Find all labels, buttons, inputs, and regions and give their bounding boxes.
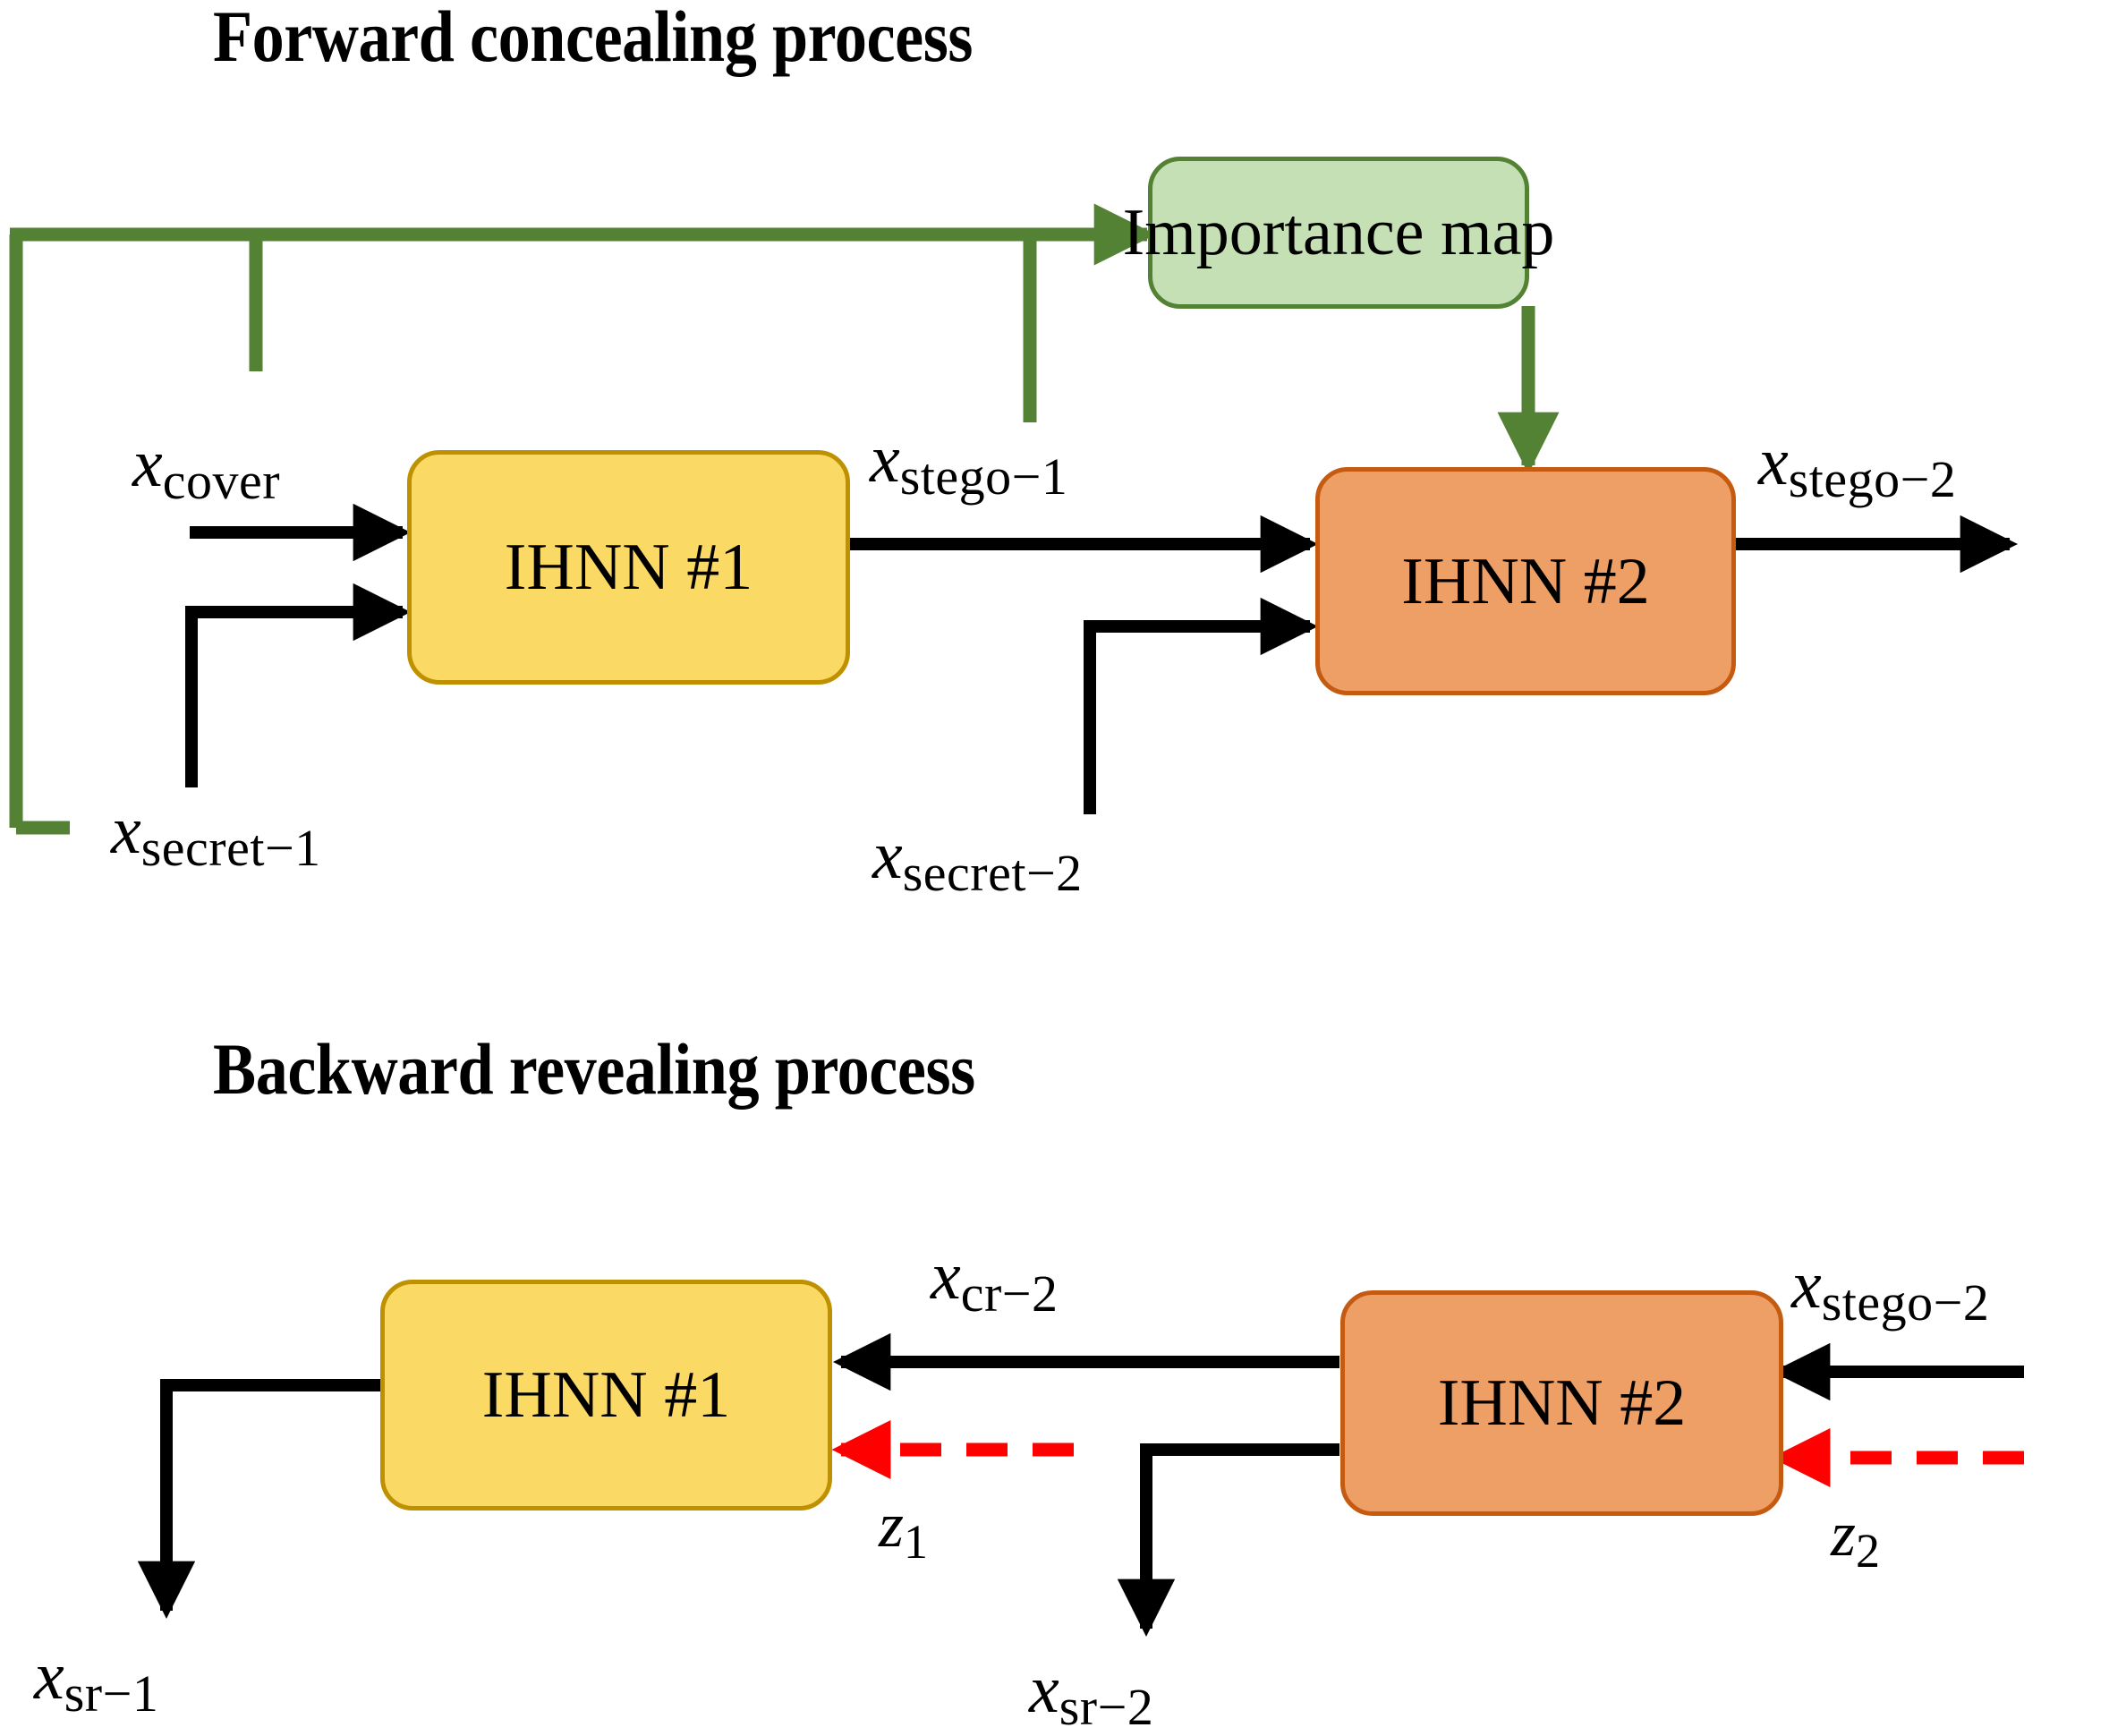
importance-map-label: Importance map (1122, 196, 1555, 269)
label-x-stego-2-forward-sub: stego−2 (1788, 450, 1957, 508)
edge-ihnn1-to-sr1 (137, 1379, 385, 1620)
label-x-sr-2-sub: sr−2 (1059, 1678, 1154, 1736)
label-x-sr-2-var: x (1029, 1652, 1059, 1727)
forward-ihnn2-box[interactable]: IHNN #2 (1315, 467, 1736, 695)
label-z2: z2 (1831, 1502, 1881, 1575)
label-x-secret-1-var: x (111, 793, 141, 868)
label-x-secret-2-var: x (872, 818, 903, 893)
label-x-cr-2-sub: cr−2 (960, 1264, 1059, 1323)
label-x-secret-1-sub: secret−1 (140, 819, 321, 877)
label-z2-var: z (1831, 1498, 1857, 1570)
label-x-cover-sub: cover (162, 452, 281, 510)
label-x-sr-1-var: x (34, 1638, 64, 1714)
importance-map-box[interactable]: Importance map (1123, 157, 1554, 309)
label-x-cover-var: x (132, 426, 163, 501)
label-z1-sub: 1 (904, 1515, 929, 1569)
label-x-stego-2-forward-var: x (1758, 424, 1789, 499)
backward-section-title: Backward revealing process (213, 1028, 975, 1110)
label-z2-sub: 2 (1856, 1524, 1881, 1578)
forward-ihnn1-box[interactable]: IHNN #1 (407, 450, 850, 685)
backward-ihnn1-box[interactable]: IHNN #1 (380, 1280, 832, 1510)
label-z1: z1 (879, 1493, 929, 1566)
label-x-sr-1-sub: sr−1 (64, 1664, 159, 1723)
label-x-sr-2: xsr−2 (1029, 1655, 1153, 1733)
edge-secret2-to-ihnn2 (1084, 597, 1319, 814)
label-x-stego-1: xstego−1 (870, 425, 1067, 503)
label-x-stego-2-backward: xstego−2 (1791, 1251, 1989, 1329)
label-x-sr-1: xsr−1 (34, 1642, 158, 1720)
label-x-cr-2-var: x (931, 1238, 961, 1314)
label-x-secret-2-sub: secret−2 (902, 844, 1083, 902)
label-x-stego-1-var: x (870, 421, 900, 497)
backward-ihnn1-label: IHNN #1 (481, 1358, 731, 1432)
forward-ihnn1-label: IHNN #1 (504, 531, 753, 604)
backward-ihnn2-label: IHNN #2 (1437, 1366, 1687, 1440)
edge-secret1-to-ihnn1 (185, 583, 412, 787)
label-x-stego-2-forward: xstego−2 (1758, 428, 1956, 506)
label-x-secret-1: xsecret−1 (111, 796, 321, 874)
forward-section-title: Forward concealing process (213, 0, 974, 77)
label-x-secret-2: xsecret−2 (872, 821, 1083, 899)
green-edge-secret1-tap (9, 234, 70, 835)
label-x-cr-2: xcr−2 (931, 1242, 1059, 1320)
backward-ihnn2-box[interactable]: IHNN #2 (1340, 1290, 1783, 1516)
label-x-stego-2-backward-var: x (1791, 1247, 1822, 1323)
label-x-stego-1-sub: stego−1 (899, 447, 1068, 506)
label-x-cover: xcover (132, 430, 280, 507)
label-z1-var: z (879, 1489, 905, 1561)
label-x-stego-2-backward-sub: stego−2 (1821, 1273, 1990, 1332)
edge-ihnn2-to-sr2 (1117, 1443, 1339, 1638)
forward-ihnn2-label: IHNN #2 (1401, 544, 1650, 618)
